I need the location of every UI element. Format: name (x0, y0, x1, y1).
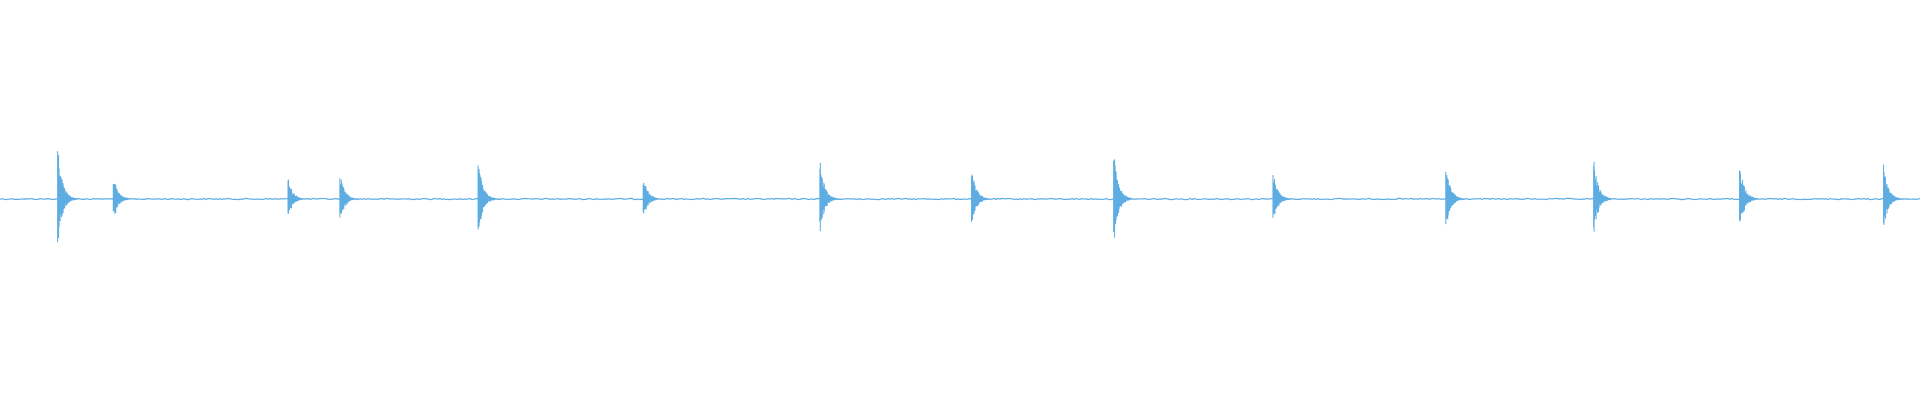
waveform-transient-9 (1113, 159, 1141, 238)
waveform-transient-12 (1593, 161, 1621, 232)
waveform-transient-8 (971, 174, 999, 222)
waveform-transient-7 (819, 162, 847, 232)
waveform-transient-6 (642, 182, 670, 214)
waveform-transient-14 (1883, 164, 1911, 225)
waveform-transient-1 (57, 151, 85, 243)
waveform-transient-2 (112, 183, 140, 214)
waveform-trace (0, 151, 1920, 243)
waveform-transient-5 (477, 165, 505, 230)
waveform-transient-11 (1445, 171, 1473, 225)
waveform-transient-13 (1739, 170, 1767, 222)
waveform-transient-3 (287, 179, 315, 214)
waveform-transient-4 (339, 178, 367, 218)
waveform-transient-10 (1272, 175, 1300, 218)
